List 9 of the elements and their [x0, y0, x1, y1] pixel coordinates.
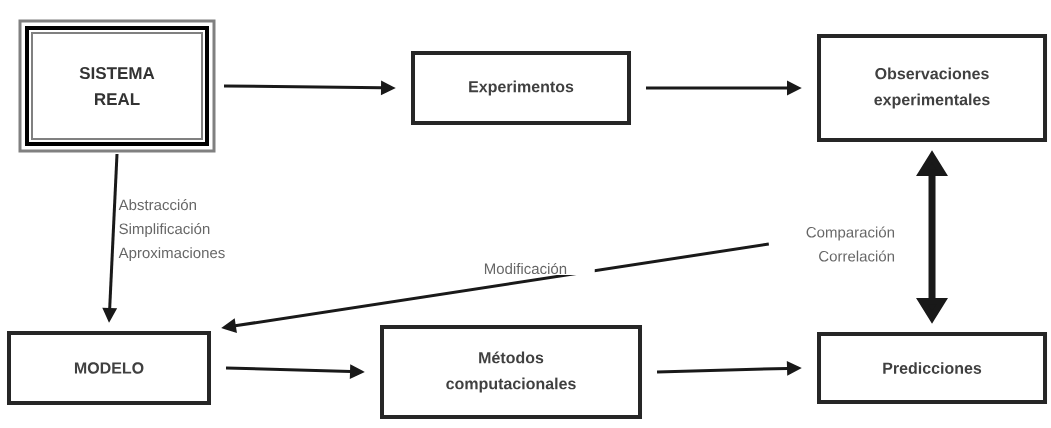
process-box: MODELO: [7, 331, 211, 405]
edge-label: Abstracción Simplificación Aproximaciones: [117, 197, 225, 263]
process-box: Predicciones: [817, 332, 1047, 404]
edge-label: Modificación: [482, 261, 595, 276]
process-box: Observaciones experimentales: [817, 34, 1047, 142]
annotation-text: Comparación Correlación: [806, 226, 894, 262]
process-box: Experimentos: [411, 51, 631, 125]
system-box: SISTEMA REAL: [18, 19, 216, 153]
process-box: Métodos computacionales: [380, 325, 642, 419]
